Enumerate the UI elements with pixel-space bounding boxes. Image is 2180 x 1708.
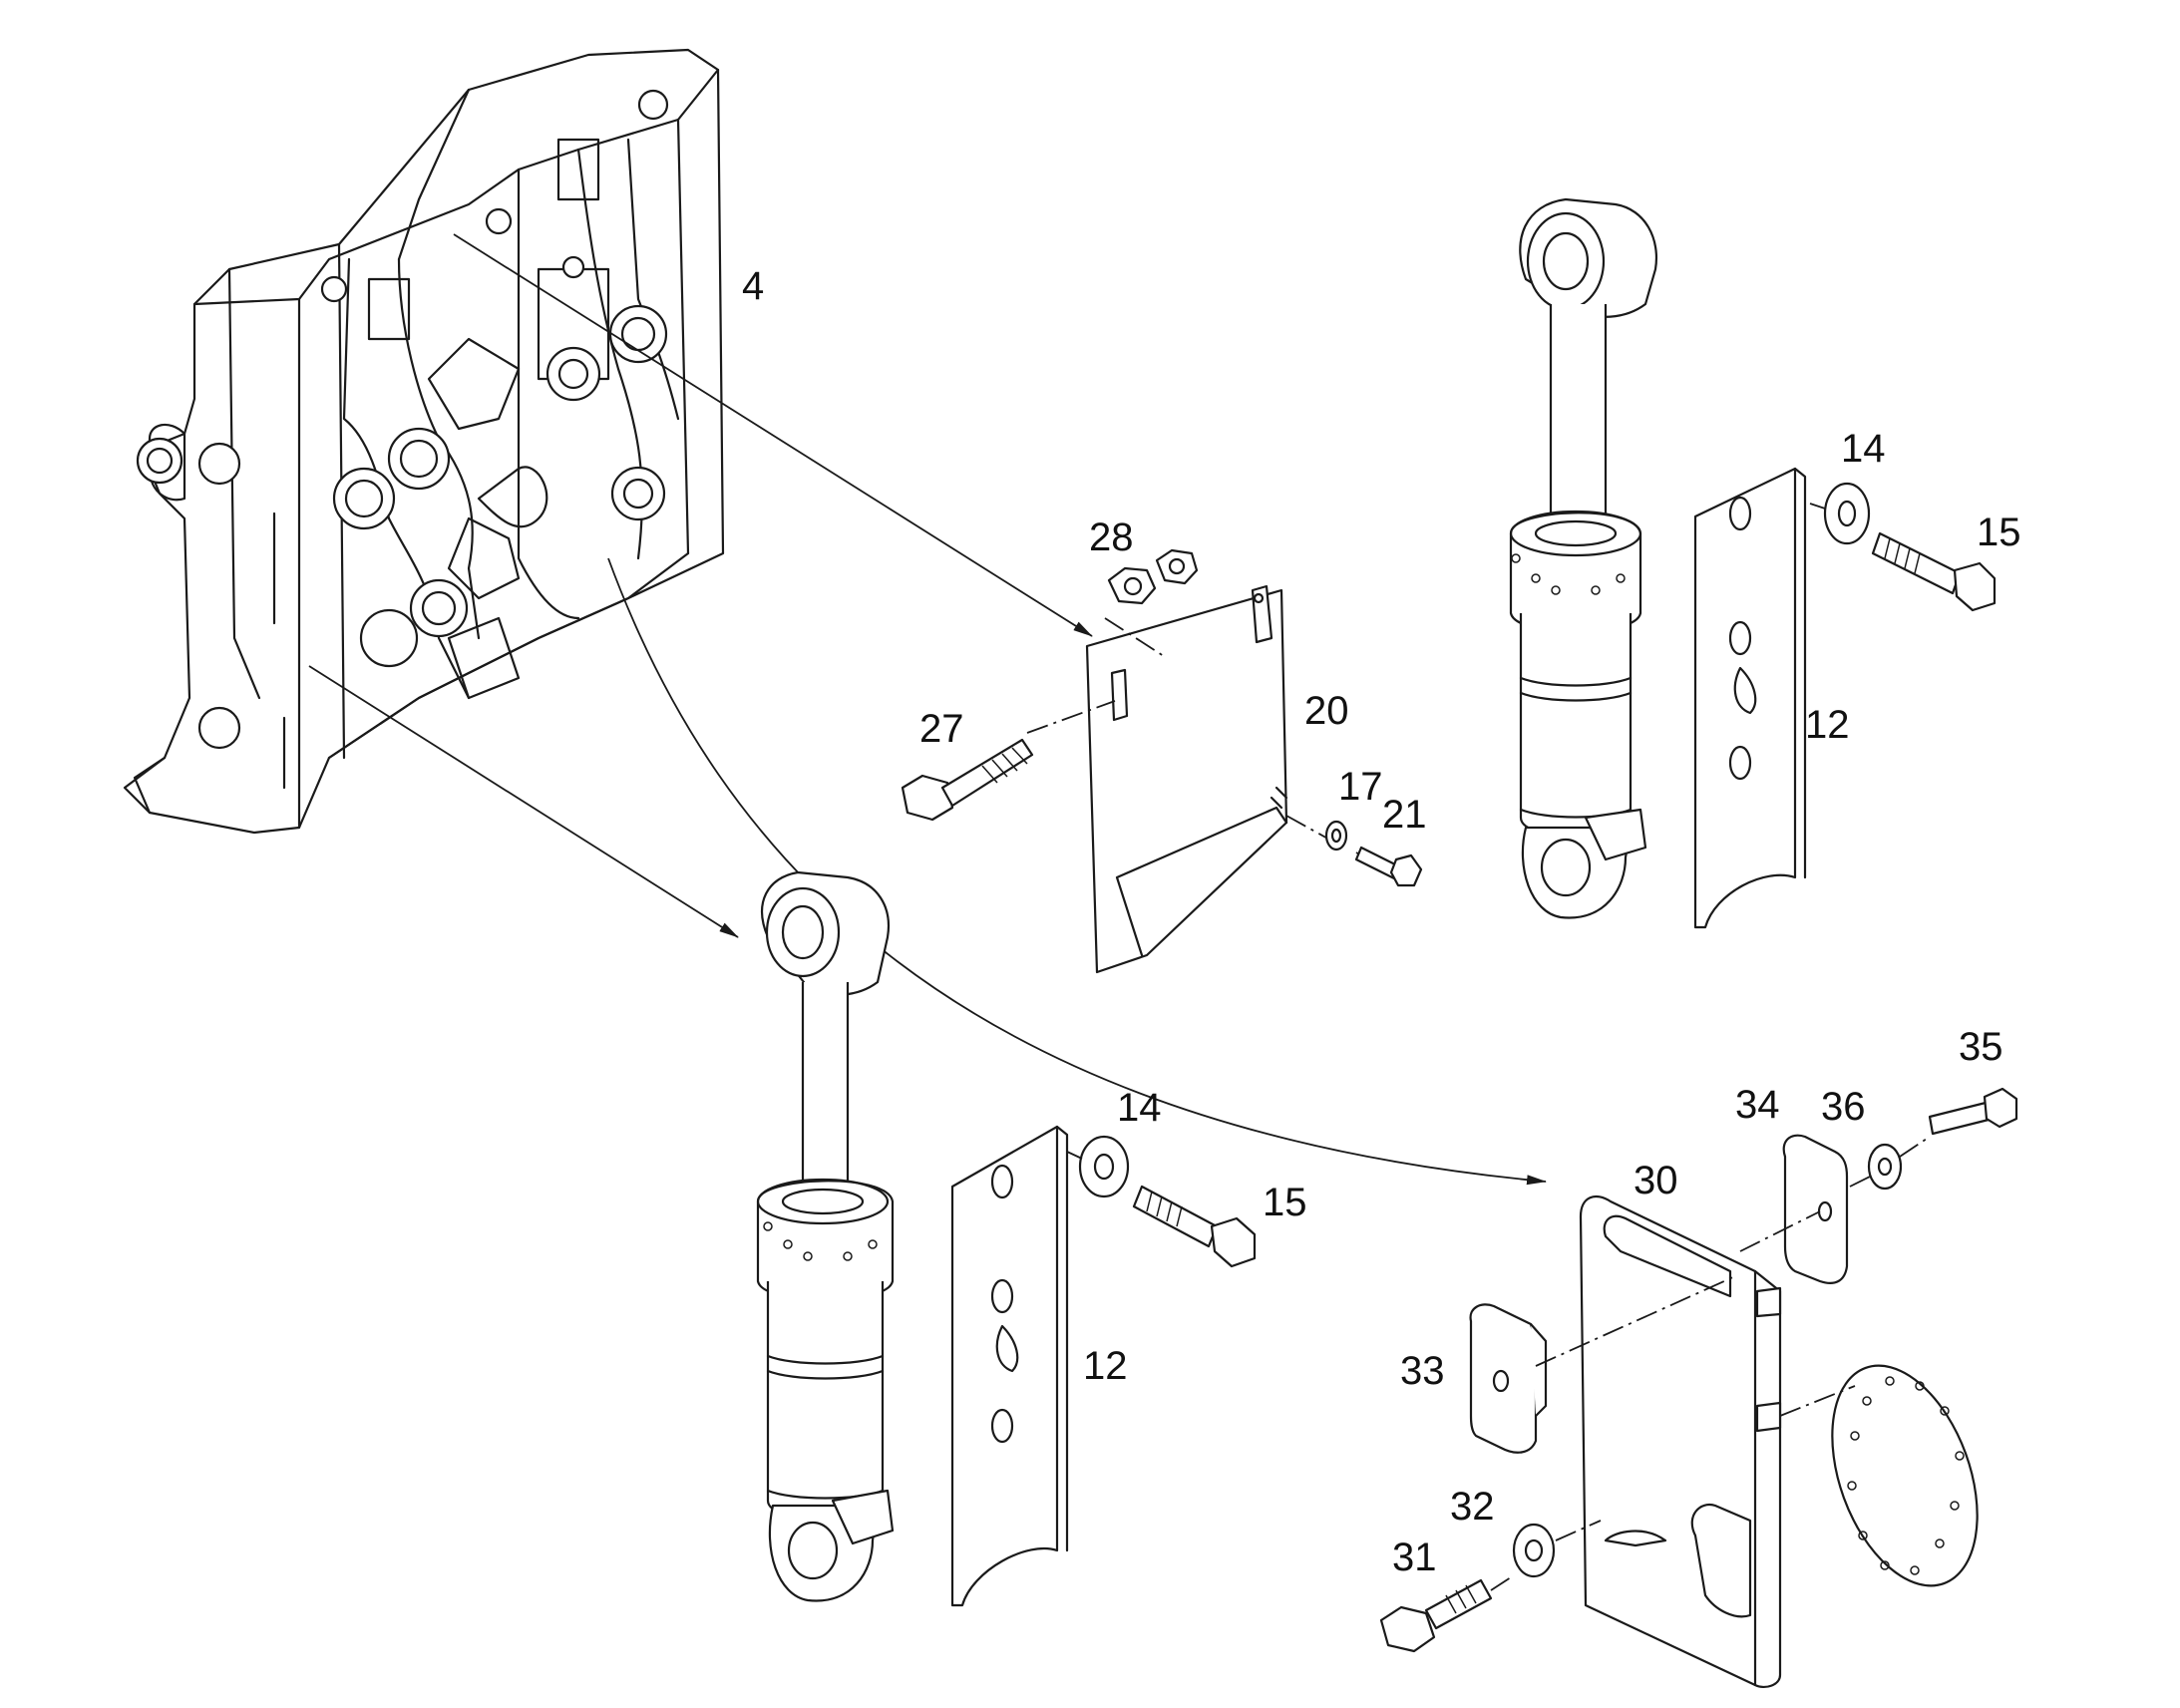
callout-35: 35 bbox=[1959, 1025, 2003, 1069]
callout-27: 27 bbox=[919, 707, 964, 751]
washer-14-upper bbox=[1823, 482, 1871, 545]
hydraulic-cylinder-lower bbox=[756, 870, 895, 1602]
shim-plate-upper bbox=[1693, 467, 1807, 929]
bracket-30 bbox=[1579, 1195, 1782, 1689]
hydraulic-cylinder-upper bbox=[1509, 197, 1658, 919]
callout-15-lower: 15 bbox=[1263, 1181, 1307, 1224]
callout-12-lower: 12 bbox=[1083, 1344, 1128, 1388]
callout-12-upper: 12 bbox=[1805, 703, 1850, 747]
callout-30: 30 bbox=[1634, 1159, 1678, 1202]
bolt-35 bbox=[1899, 1087, 2018, 1158]
callout-36: 36 bbox=[1821, 1085, 1866, 1129]
washer-17 bbox=[1324, 820, 1348, 852]
bolt-27 bbox=[901, 738, 1034, 822]
callout-34: 34 bbox=[1735, 1083, 1780, 1127]
frame-assembly bbox=[123, 48, 725, 835]
block-33 bbox=[1469, 1275, 1736, 1454]
callout-28: 28 bbox=[1089, 515, 1134, 559]
callout-14-upper: 14 bbox=[1841, 427, 1886, 471]
callout-21: 21 bbox=[1382, 793, 1427, 837]
leader-arrows bbox=[308, 233, 1547, 1186]
callout-20: 20 bbox=[1304, 689, 1349, 733]
bolt-15-lower bbox=[1066, 1151, 1257, 1268]
washer-14-lower bbox=[1078, 1135, 1130, 1198]
block-34 bbox=[1739, 1134, 1849, 1284]
flange-plate bbox=[1779, 1364, 1979, 1587]
callout-4: 4 bbox=[742, 264, 764, 308]
bolt-15-upper bbox=[1809, 503, 1997, 612]
washer-32 bbox=[1512, 1520, 1602, 1578]
callout-32: 32 bbox=[1450, 1485, 1495, 1529]
callout-14-lower: 14 bbox=[1117, 1086, 1162, 1130]
bolt-31 bbox=[1379, 1574, 1515, 1653]
callout-33: 33 bbox=[1400, 1349, 1445, 1393]
bolt-21 bbox=[1354, 846, 1423, 887]
callout-15-upper: 15 bbox=[1977, 511, 2021, 554]
callout-17: 17 bbox=[1338, 765, 1383, 809]
cover-plate-assembly bbox=[1026, 584, 1382, 974]
hex-nut-28 bbox=[1107, 548, 1199, 605]
callout-31: 31 bbox=[1392, 1536, 1437, 1579]
washer-36 bbox=[1849, 1143, 1903, 1191]
shim-plate-lower bbox=[950, 1125, 1069, 1607]
